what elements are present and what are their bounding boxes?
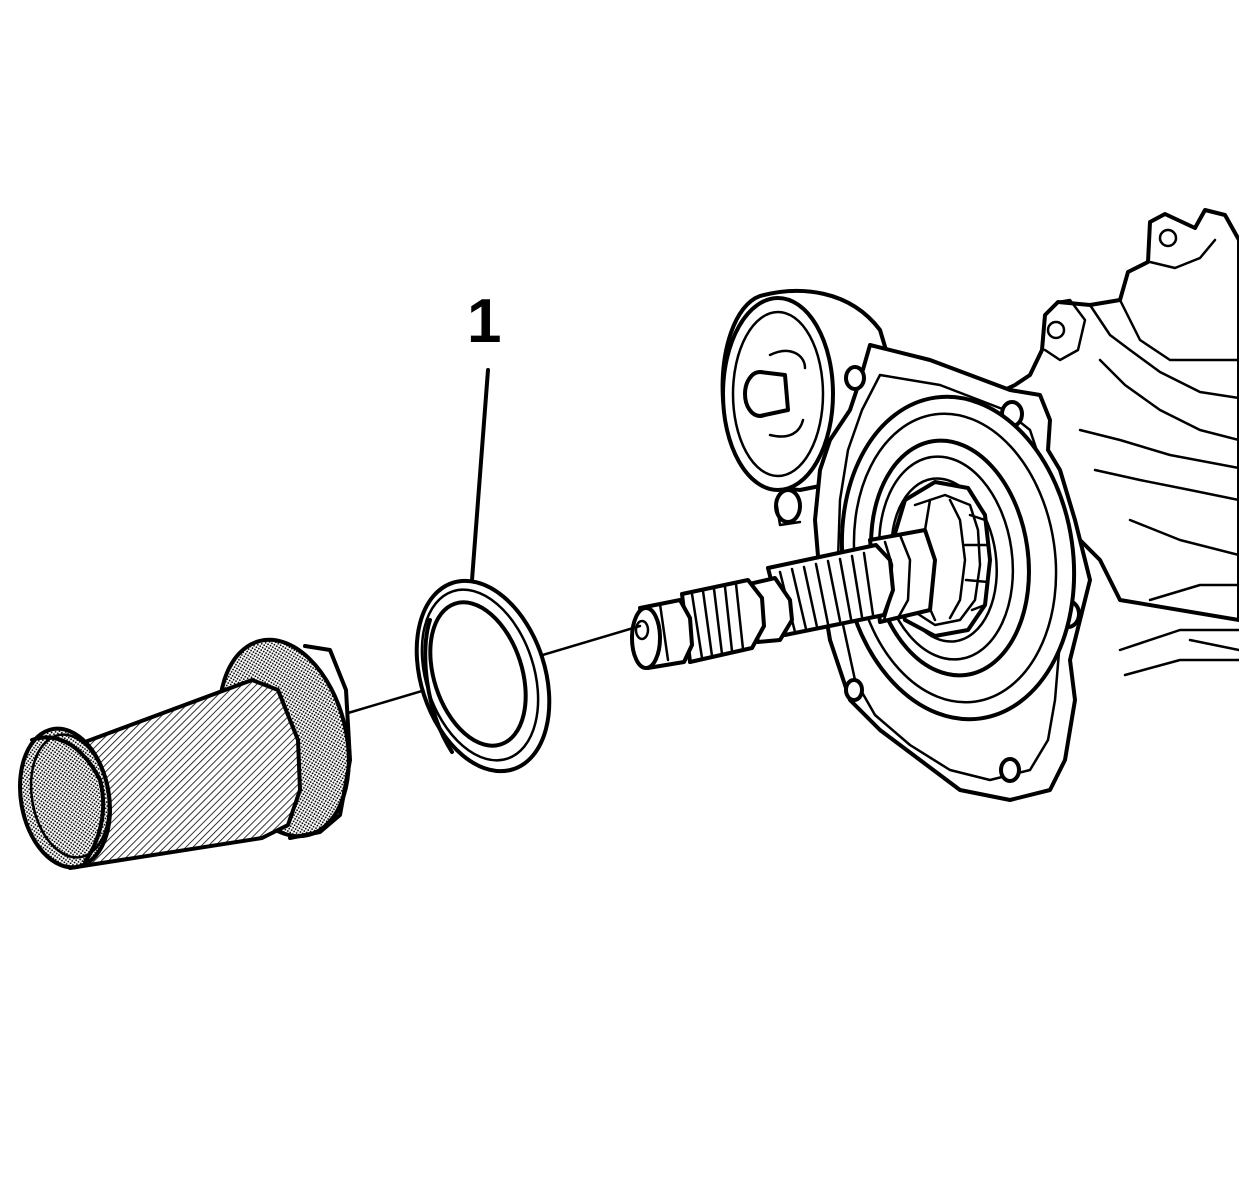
callout-1: 1 [467, 287, 501, 582]
callout-leader-line [470, 368, 490, 582]
output-shaft [630, 528, 937, 670]
transfer-case-housing [720, 208, 1239, 802]
seal-installer-tool [17, 637, 352, 870]
callout-label-1: 1 [467, 287, 501, 356]
seal [414, 578, 552, 774]
